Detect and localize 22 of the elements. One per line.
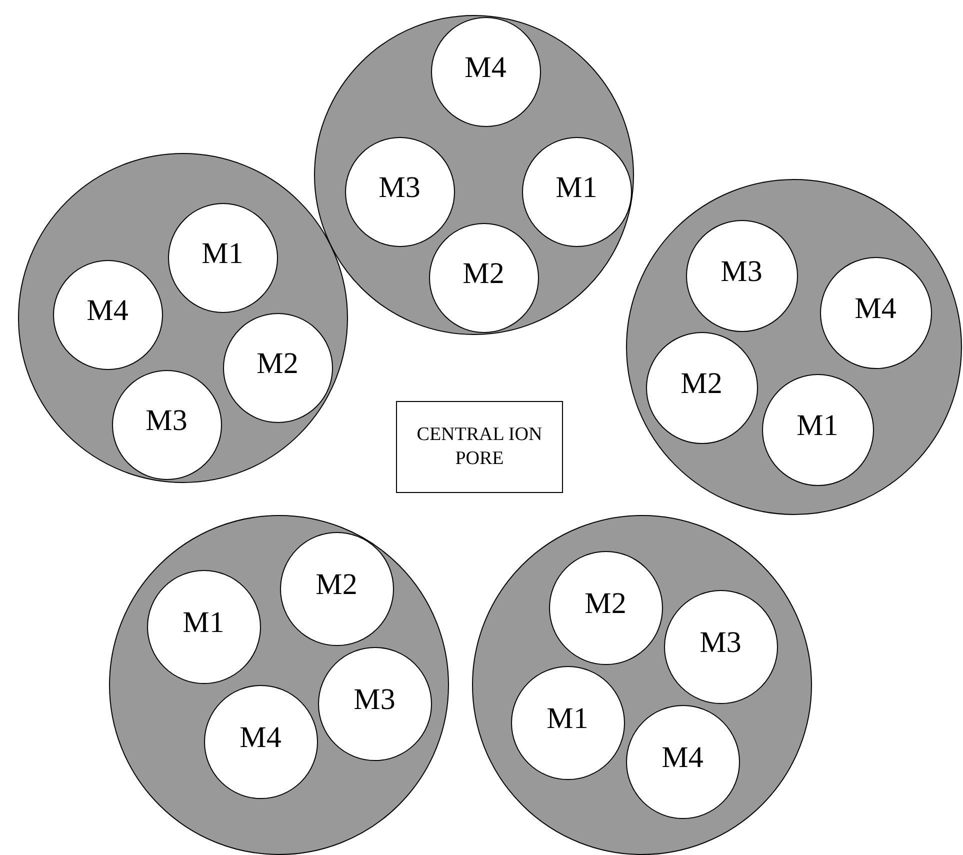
domain-label: M2	[256, 346, 298, 380]
domain-label: M3	[354, 682, 396, 716]
domain-label: M3	[720, 254, 762, 288]
domain-label: M4	[464, 50, 506, 84]
domain-label: M1	[546, 702, 588, 736]
domain-label: M4	[854, 292, 896, 326]
domain-label: M2	[316, 568, 358, 602]
domain-label: M4	[240, 720, 282, 754]
domain-label: M3	[378, 170, 420, 204]
domain-label: M4	[662, 740, 704, 774]
pore-label: CENTRAL ION PORE	[416, 423, 544, 471]
domain-label: M1	[796, 408, 838, 442]
domain-label: M3	[700, 626, 742, 660]
domain-label: M1	[182, 606, 224, 640]
domain-label: M2	[680, 366, 722, 400]
domain-label: M2	[462, 256, 504, 290]
domain-label: M1	[202, 236, 244, 270]
domain-label: M3	[146, 404, 188, 438]
domain-label: M2	[584, 586, 626, 620]
pore-label-box	[396, 401, 563, 493]
domain-label: M4	[86, 294, 128, 328]
domain-label: M1	[556, 170, 598, 204]
